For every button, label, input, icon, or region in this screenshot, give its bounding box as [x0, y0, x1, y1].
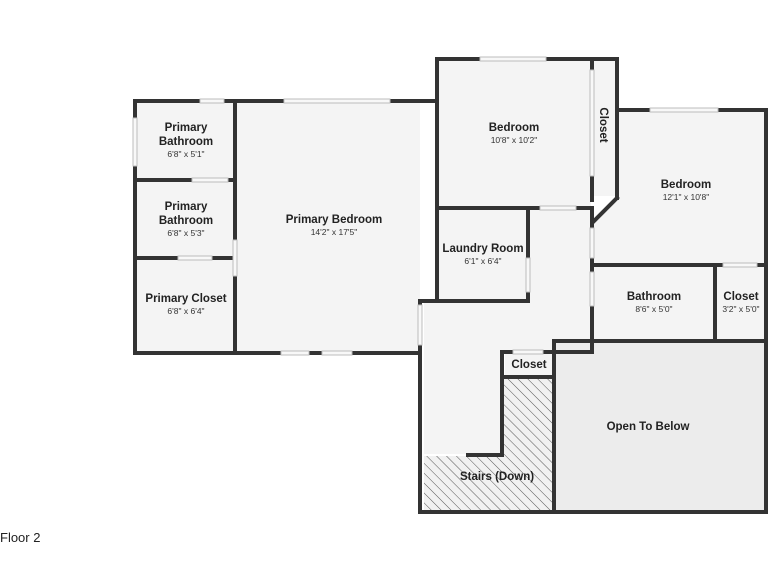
primary-bathroom-1-name-1: Primary	[165, 122, 208, 134]
primary-bathroom-2-dim: 6'8" x 5'3"	[167, 228, 204, 238]
laundry-floor	[439, 209, 527, 300]
primary-bathroom-1-dim: 6'8" x 5'1"	[167, 149, 204, 159]
primary-bathroom-2-name-2: Bathroom	[159, 215, 213, 227]
window	[280, 350, 310, 356]
door-opening	[589, 227, 595, 259]
closet-small-dim: 3'2" x 5'0"	[722, 304, 759, 314]
closet-small-floor	[716, 266, 766, 340]
primary-closet-name: Primary Closet	[145, 293, 226, 305]
bathroom-name: Bathroom	[627, 291, 681, 303]
primary-bedroom-floor	[236, 103, 420, 351]
hallway-floor	[424, 209, 593, 454]
bathroom-dim: 8'6" x 5'0"	[635, 304, 672, 314]
bedroom-2-floor	[594, 112, 766, 264]
door-opening	[417, 304, 423, 346]
primary-bathroom-2-name-1: Primary	[165, 201, 208, 213]
stairs-hatch	[424, 378, 553, 510]
bathroom-floor	[594, 266, 714, 340]
door-opening	[539, 205, 577, 211]
hall-closet-name: Closet	[511, 359, 546, 371]
door-opening	[191, 177, 229, 183]
laundry-name: Laundry Room	[442, 243, 523, 255]
closet-vertical-floor	[593, 61, 615, 196]
bedroom-1-floor	[439, 61, 591, 207]
primary-bedroom-name: Primary Bedroom	[286, 214, 383, 226]
door-opening	[589, 69, 595, 177]
door-opening	[232, 239, 238, 277]
door-opening	[177, 255, 213, 261]
window	[479, 56, 547, 62]
bedroom-1-dim: 10'8" x 10'2"	[491, 135, 538, 145]
bedroom-1-name: Bedroom	[489, 122, 539, 134]
primary-bathroom-1-floor	[137, 103, 234, 179]
primary-bathroom-1-name-2: Bathroom	[159, 136, 213, 148]
room-labels: Primary Bathroom 6'8" x 5'1" Primary Bat…	[145, 107, 759, 483]
window	[199, 98, 225, 104]
door-opening	[589, 271, 595, 307]
window	[132, 117, 138, 167]
hall-closet-floor	[505, 352, 553, 376]
bedroom-2-name: Bedroom	[661, 179, 711, 191]
stairs-name: Stairs (Down)	[460, 471, 534, 483]
laundry-dim: 6'1" x 6'4"	[464, 256, 501, 266]
window	[649, 107, 719, 113]
window	[321, 350, 353, 356]
primary-closet-dim: 6'8" x 6'4"	[167, 306, 204, 316]
windows	[132, 56, 758, 356]
room-fills	[137, 61, 766, 510]
floor-label: Floor 2	[0, 530, 41, 545]
open-to-below-name: Open To Below	[607, 421, 690, 433]
primary-bathroom-2-floor	[137, 181, 234, 257]
door-opening	[722, 262, 758, 268]
door-opening	[512, 349, 544, 355]
closet-small-name: Closet	[723, 291, 758, 303]
window	[283, 98, 391, 104]
open-to-below-floor	[555, 342, 766, 510]
primary-bedroom-dim: 14'2" x 17'5"	[311, 227, 358, 237]
door-opening	[525, 257, 531, 293]
closet-vertical-name: Closet	[597, 107, 609, 142]
bedroom-2-dim: 12'1" x 10'8"	[663, 192, 710, 202]
primary-closet-floor	[137, 259, 234, 351]
